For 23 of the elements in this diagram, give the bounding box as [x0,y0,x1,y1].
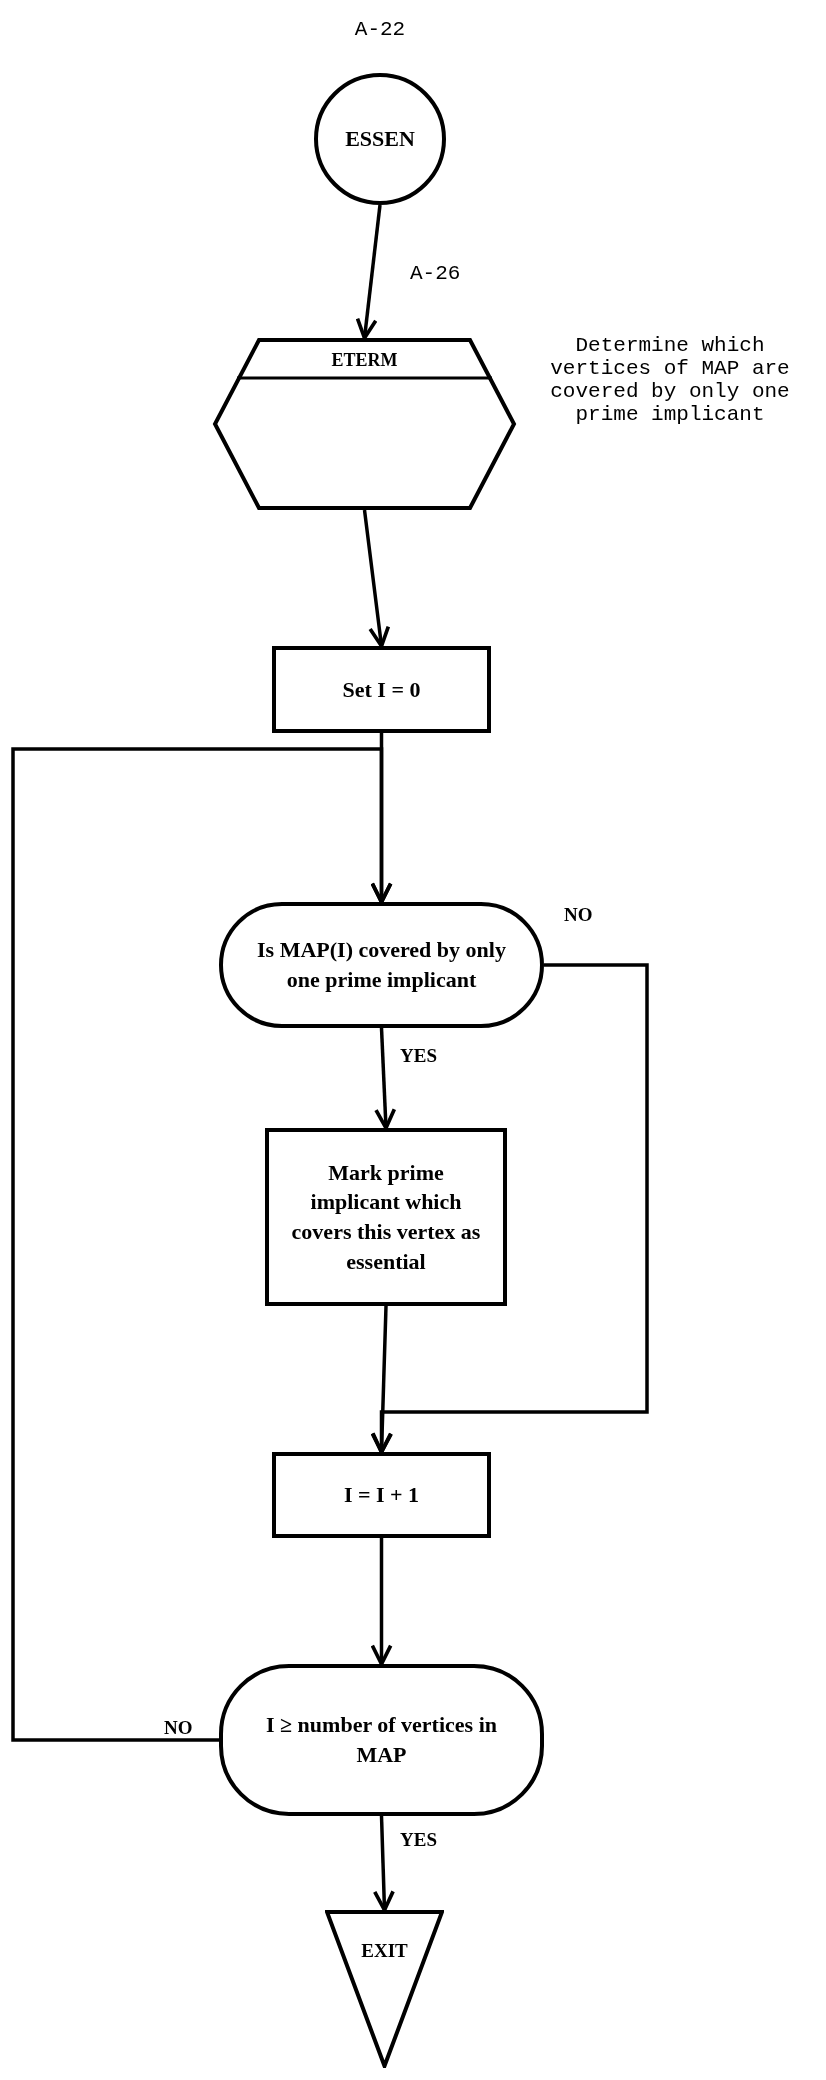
arrow [355,204,382,340]
node-text: Mark prime implicant which covers this vertex as essential [290,1158,482,1276]
annotation-text: A-22 [353,18,407,42]
process-box [272,1452,491,1538]
annotation-text: Determine which vertices of MAP are covered by only one prime implicant [549,334,791,427]
process-box [265,1128,507,1306]
arrow [370,1538,393,1666]
node-text: ESSEN [345,125,415,154]
arrow [362,509,391,648]
exit-triangle [325,1910,444,2068]
node-text: Is MAP(I) covered by only one prime implicant [256,936,507,994]
arrow [11,747,393,1742]
arrow [371,1305,394,1454]
arrow [372,1815,395,1912]
arrow [374,1027,397,1130]
node-text: EXIT [361,1939,408,1963]
process-box [272,646,491,733]
node-text: ETERM [331,349,398,372]
node-text: I ≥ number of vertices in MAP [264,1711,498,1769]
annotation-text: A-26 [410,262,462,286]
node-text: Set I = 0 [342,675,421,704]
node-text: I = I + 1 [343,1481,420,1510]
subroutine-hexagon [212,338,517,510]
